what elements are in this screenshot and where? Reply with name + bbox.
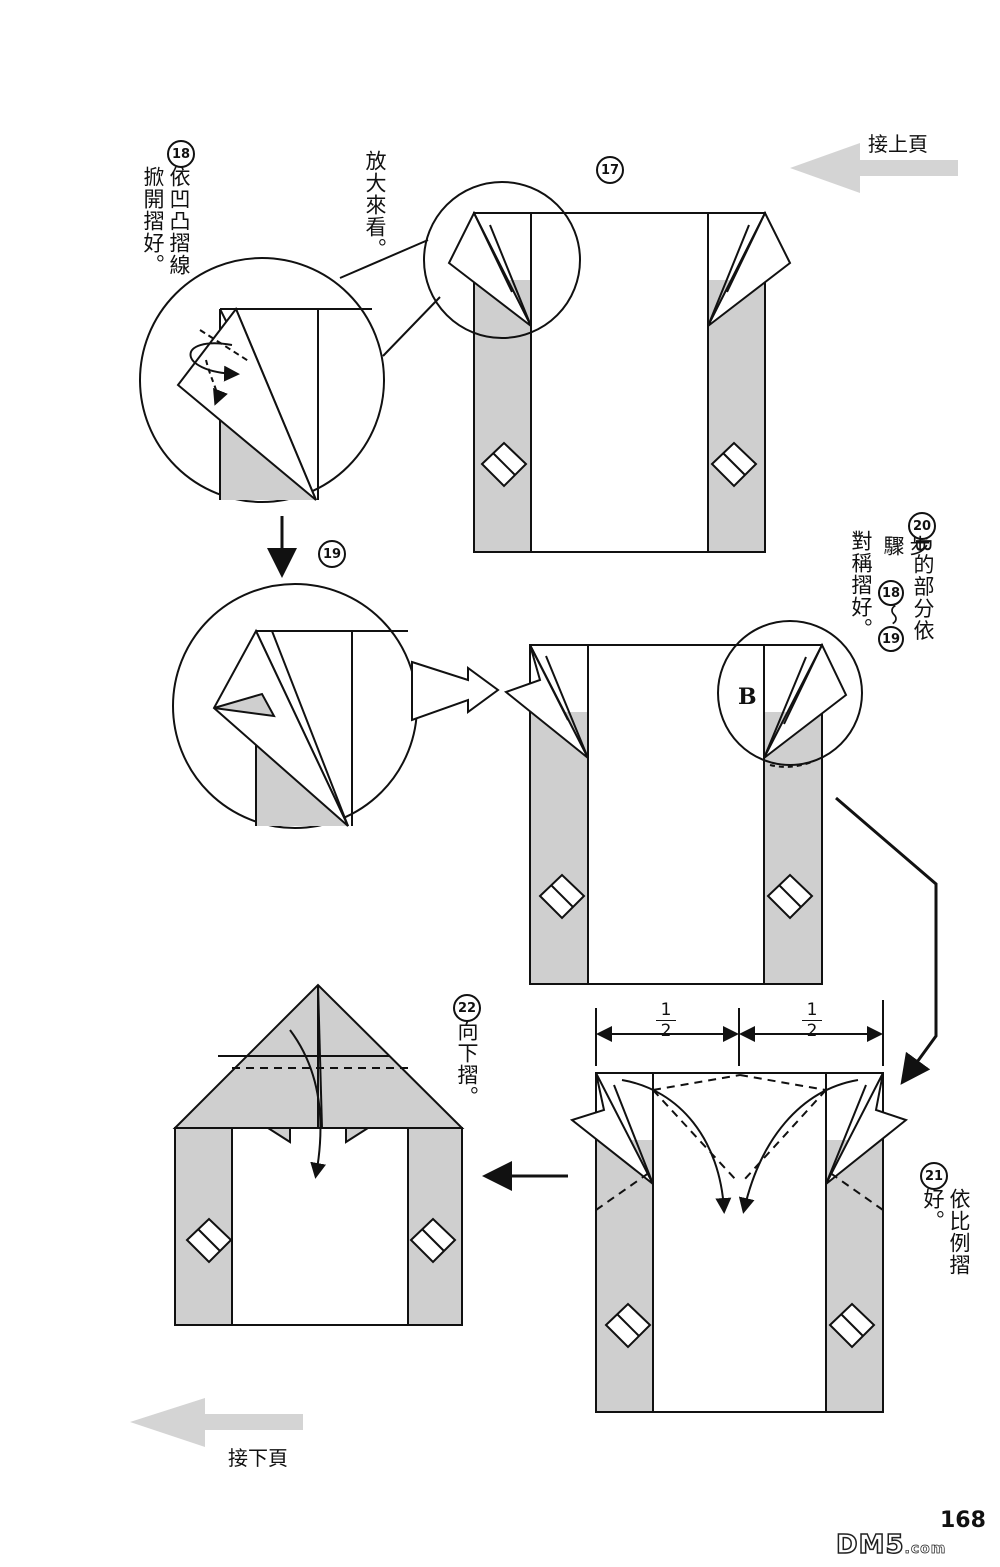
watermark: DM5.com (835, 1529, 947, 1561)
step20-line2a: 步驟 (881, 535, 931, 557)
step21-number: 21 (920, 1162, 948, 1190)
continue-to-arrow (130, 1398, 303, 1447)
step18-number: 18 (167, 140, 195, 168)
step21-instruction: 依比例摺好。 (921, 1188, 971, 1276)
fraction-right: 1 2 (802, 1000, 822, 1041)
continue-to-label: 接下頁 (228, 1446, 288, 1470)
fraction-left-denominator: 2 (656, 1020, 676, 1041)
fraction-left-numerator: 1 (660, 1000, 672, 1020)
step20-line3: 對稱摺好。 (849, 530, 873, 640)
step19-zoom (172, 583, 418, 829)
outline-arrow (411, 660, 500, 722)
step20-diagram (503, 620, 863, 985)
watermark-main: DM5 (835, 1529, 905, 1561)
watermark-suffix: .com (904, 1541, 947, 1558)
page-number: 168 (940, 1508, 986, 1533)
step18-instruction: 依凹凸摺線掀開摺好。 (141, 166, 191, 276)
fraction-right-numerator: 1 (806, 1000, 818, 1020)
step20-number: 20 (908, 512, 936, 540)
curved-arrow (835, 796, 938, 1085)
step22-diagram (172, 983, 465, 1326)
step22-instruction: 向下摺。 (455, 1020, 479, 1108)
step20-ref19: 19 (878, 626, 904, 652)
fraction-right-denominator: 2 (802, 1020, 822, 1041)
zoom-callout (339, 239, 441, 357)
b-marker: B (738, 684, 757, 710)
step20-line2c: ～ (881, 604, 905, 626)
zoom-note: 放大來看。 (363, 150, 387, 260)
continue-from-arrow (790, 143, 958, 193)
step21-diagram (569, 1000, 909, 1413)
continue-from-label: 接上頁 (868, 132, 928, 156)
step19-number: 19 (318, 540, 346, 568)
step20-line1: B的部分依 (911, 538, 935, 642)
step17-diagram (423, 181, 792, 553)
step20-ref18: 18 (878, 580, 904, 606)
step18-zoom (139, 257, 385, 503)
step17-number: 17 (596, 156, 624, 184)
fraction-left: 1 2 (656, 1000, 676, 1041)
step22-number: 22 (453, 994, 481, 1022)
